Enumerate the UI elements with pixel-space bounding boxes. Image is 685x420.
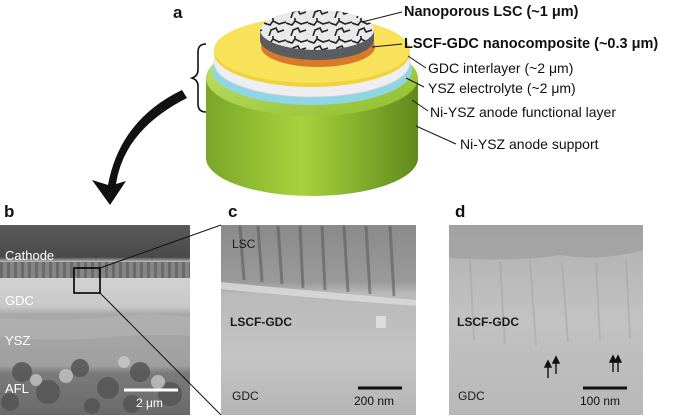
scale-label-d: 100 nm bbox=[580, 394, 620, 408]
layer-label-support: Ni-YSZ anode support bbox=[460, 136, 599, 152]
scale-label-c: 200 nm bbox=[354, 394, 394, 408]
cell-stack-illustration bbox=[206, 10, 418, 196]
label-gdc-d: GDC bbox=[458, 389, 485, 403]
layer-label-afl: Ni-YSZ anode functional layer bbox=[430, 104, 616, 120]
zoom-line-bottom bbox=[99, 292, 222, 416]
panel-b-letter: b bbox=[4, 202, 14, 221]
label-cathode: Cathode bbox=[5, 248, 54, 263]
zoom-box bbox=[73, 267, 101, 294]
layer-label-ysz: YSZ electrolyte (~2 μm) bbox=[428, 80, 576, 96]
scale-label-b: 2 μm bbox=[136, 396, 163, 410]
panel-b-micrograph bbox=[0, 225, 190, 415]
panel-d-letter: d bbox=[455, 202, 465, 221]
layer-label-lscf-gdc: LSCF-GDC nanocomposite (~0.3 μm) bbox=[404, 36, 658, 52]
panel-d-micrograph bbox=[449, 225, 643, 415]
label-gdc-b: GDC bbox=[5, 293, 34, 308]
label-afl: AFL bbox=[5, 381, 29, 396]
panel-c-micrograph bbox=[221, 225, 416, 415]
label-ysz: YSZ bbox=[5, 333, 30, 348]
lsc-disk-top bbox=[260, 10, 374, 50]
label-lsc-c: LSC bbox=[232, 237, 256, 251]
label-gdc-c: GDC bbox=[232, 389, 259, 403]
layer-label-gdc: GDC interlayer (~2 μm) bbox=[428, 60, 573, 76]
leader-lines bbox=[361, 11, 457, 145]
interface-arrows bbox=[543, 354, 623, 378]
label-lscf-gdc-c: LSCF-GDC bbox=[230, 315, 292, 329]
panel-a-letter: a bbox=[173, 3, 183, 22]
panel-c-letter: c bbox=[228, 202, 237, 221]
layer-bracket bbox=[189, 43, 207, 113]
curved-arrow-icon bbox=[92, 90, 187, 205]
label-lscf-gdc-d: LSCF-GDC bbox=[457, 315, 519, 329]
layer-label-lsc: Nanoporous LSC (~1 μm) bbox=[404, 4, 579, 20]
zoom-line-top bbox=[99, 224, 222, 269]
